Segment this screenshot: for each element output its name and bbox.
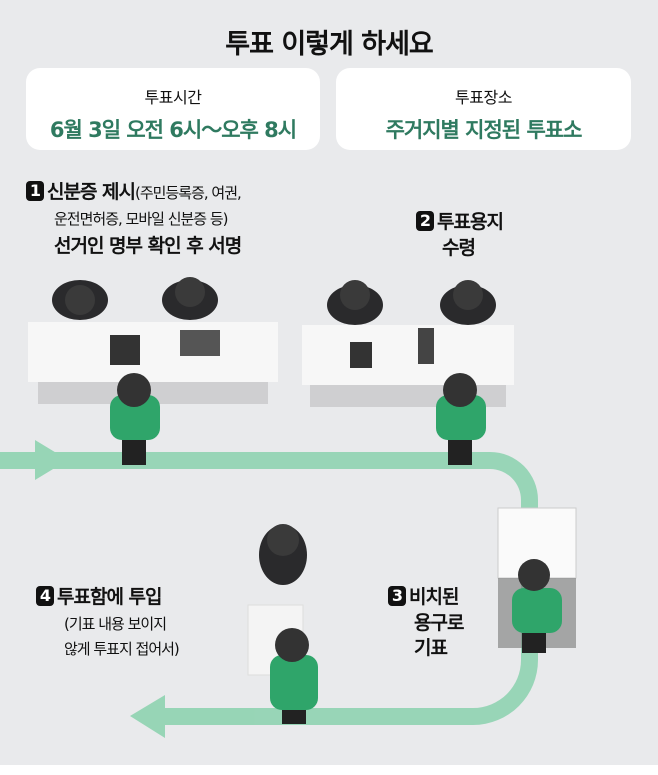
step-2-line2: 수령 (442, 236, 476, 259)
bottom-strip (0, 765, 658, 775)
step-1-line2: 선거인 명부 확인 후 서명 (54, 235, 242, 258)
arrow-head-right (35, 440, 68, 480)
step-3-line3: 기표 (414, 637, 448, 660)
desk-2 (302, 325, 514, 407)
step-3-title: 비치된 (409, 586, 459, 608)
step-2-title: 투표용지 (437, 211, 504, 233)
step-1-title: 신분증 제시 (47, 181, 136, 203)
step-1-number: 1 (26, 181, 44, 201)
desk-1 (28, 322, 278, 404)
voting-time-label: 투표시간 (144, 88, 202, 107)
flow-path (0, 440, 538, 738)
voting-place-label: 투표장소 (455, 88, 512, 107)
step-4-title: 투표함에 투입 (57, 586, 162, 608)
voting-place-card: 투표장소 주거지별 지정된 투표소 (336, 68, 631, 150)
step-4-note1: (기표 내용 보이지 (64, 614, 167, 633)
arrow-head-left (130, 695, 165, 738)
voting-place-value: 주거지별 지정된 투표소 (385, 118, 583, 142)
step-3-number: 3 (388, 586, 406, 606)
voter-figures (110, 373, 562, 724)
step-2-number: 2 (416, 211, 434, 231)
step-4-number: 4 (36, 586, 54, 606)
step-3-line2: 용구로 (414, 611, 464, 634)
title: 투표 이렇게 하세요 (225, 29, 434, 60)
step-1-note2: 운전면허증, 모바일 신분증 등) (54, 209, 229, 228)
voting-time-value: 6월 3일 오전 6시～오후 8시 (49, 118, 297, 142)
step-1-note1: (주민등록증, 여권, (135, 184, 242, 202)
voting-time-card: 투표시간 6월 3일 오전 6시～오후 8시 (26, 68, 320, 150)
step-4-note2: 않게 투표지 접어서) (64, 640, 180, 659)
staff-figures (52, 277, 496, 585)
